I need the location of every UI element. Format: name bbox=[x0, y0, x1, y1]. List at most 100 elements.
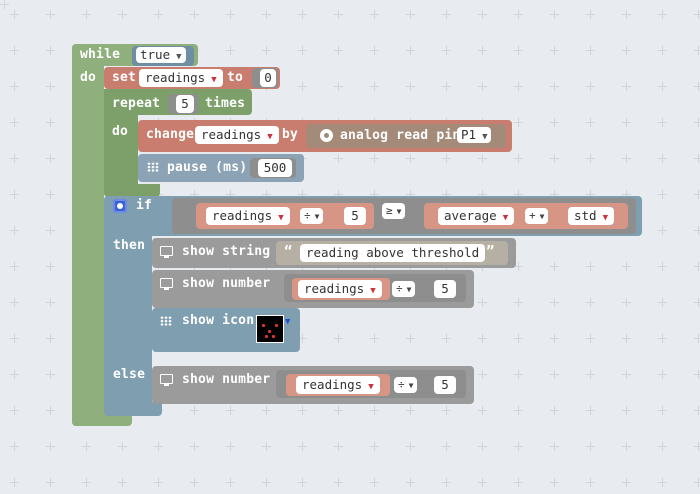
grid-plus-mark bbox=[370, 82, 379, 91]
show-number-else-variable-dropdown[interactable]: readings▼ bbox=[296, 376, 380, 394]
dropdown-arrow-icon: ▼ bbox=[482, 132, 488, 142]
grid-plus-mark bbox=[370, 478, 379, 487]
grid-plus-mark bbox=[298, 442, 307, 451]
set-variable-dropdown[interactable]: readings▼ bbox=[139, 69, 223, 87]
grid-plus-mark bbox=[442, 82, 451, 91]
grid-plus-mark bbox=[514, 334, 523, 343]
pin-circle-icon bbox=[320, 129, 333, 142]
show-number-variable-dropdown[interactable]: readings▼ bbox=[298, 280, 382, 298]
icon-image-picker[interactable] bbox=[256, 315, 284, 343]
grid-plus-mark bbox=[370, 406, 379, 415]
show-number-operator-dropdown[interactable]: ÷▼ bbox=[392, 281, 416, 297]
grid-plus-mark bbox=[550, 154, 559, 163]
grid-plus-mark bbox=[514, 262, 523, 271]
change-variable-dropdown[interactable]: readings▼ bbox=[195, 126, 279, 144]
dropdown-arrow-icon: ▼ bbox=[314, 212, 320, 221]
grid-plus-mark bbox=[46, 46, 55, 55]
grid-plus-mark bbox=[694, 334, 700, 343]
grid-plus-mark bbox=[694, 226, 700, 235]
grid-plus-mark bbox=[298, 82, 307, 91]
grid-plus-mark bbox=[622, 370, 631, 379]
grid-plus-mark bbox=[658, 10, 667, 19]
grid-plus-mark bbox=[262, 478, 271, 487]
grid-plus-mark bbox=[334, 334, 343, 343]
grid-plus-mark bbox=[46, 118, 55, 127]
repeat-count-input[interactable]: 5 bbox=[176, 95, 194, 113]
show-number-else-value-input[interactable]: 5 bbox=[434, 376, 456, 394]
grid-plus-mark bbox=[442, 46, 451, 55]
basic-grid-icon bbox=[147, 162, 159, 172]
grid-plus-mark bbox=[46, 478, 55, 487]
while-condition-value: true bbox=[140, 47, 171, 62]
grid-plus-mark bbox=[658, 334, 667, 343]
change-variable-name: readings bbox=[201, 127, 262, 142]
grid-plus-mark bbox=[514, 190, 523, 199]
show-number-operator: ÷ bbox=[396, 282, 403, 295]
grid-plus-mark bbox=[658, 190, 667, 199]
grid-plus-mark bbox=[46, 370, 55, 379]
grid-plus-mark bbox=[478, 442, 487, 451]
grid-plus-mark bbox=[406, 46, 415, 55]
grid-plus-mark bbox=[226, 442, 235, 451]
dropdown-arrow-icon[interactable]: ▼ bbox=[285, 317, 291, 327]
grid-plus-mark bbox=[514, 154, 523, 163]
right-operator: + bbox=[529, 209, 536, 222]
grid-plus-mark bbox=[46, 406, 55, 415]
grid-plus-mark bbox=[10, 46, 19, 55]
while-condition-dropdown[interactable]: true▼ bbox=[136, 47, 186, 63]
show-icon-label: show icon bbox=[182, 313, 255, 328]
grid-plus-mark bbox=[622, 442, 631, 451]
monitor-icon bbox=[160, 278, 173, 290]
grid-plus-mark bbox=[550, 46, 559, 55]
open-quote: “ bbox=[284, 244, 293, 260]
grid-plus-mark bbox=[694, 154, 700, 163]
grid-plus-mark bbox=[46, 190, 55, 199]
monitor-icon bbox=[160, 246, 173, 258]
compare-operator-dropdown[interactable]: ≥▼ bbox=[382, 203, 406, 219]
dropdown-arrow-icon: ▼ bbox=[278, 213, 284, 223]
grid-plus-mark bbox=[46, 334, 55, 343]
grid-plus-mark bbox=[622, 190, 631, 199]
grid-plus-mark bbox=[10, 154, 19, 163]
grid-plus-mark bbox=[586, 10, 595, 19]
grid-plus-mark bbox=[334, 478, 343, 487]
right-operator-dropdown[interactable]: +▼ bbox=[525, 208, 549, 224]
grid-plus-mark bbox=[118, 10, 127, 19]
repeat-do-label: do bbox=[112, 124, 129, 139]
gear-icon[interactable] bbox=[113, 199, 127, 213]
grid-plus-mark bbox=[694, 118, 700, 127]
grid-plus-mark bbox=[586, 478, 595, 487]
grid-plus-mark bbox=[334, 406, 343, 415]
right-variable-dropdown[interactable]: average▼ bbox=[438, 207, 515, 225]
show-string-text-input[interactable]: reading above threshold bbox=[300, 244, 486, 262]
grid-plus-mark bbox=[262, 406, 271, 415]
grid-plus-mark bbox=[406, 10, 415, 19]
grid-plus-mark bbox=[406, 154, 415, 163]
grid-plus-mark bbox=[694, 262, 700, 271]
left-variable-dropdown[interactable]: readings▼ bbox=[206, 207, 290, 225]
show-number-else-operator-dropdown[interactable]: ÷▼ bbox=[394, 377, 418, 393]
grid-plus-mark bbox=[226, 478, 235, 487]
while-label: while bbox=[80, 47, 121, 62]
grid-plus-mark bbox=[622, 262, 631, 271]
grid-plus-mark bbox=[622, 406, 631, 415]
left-operator-dropdown[interactable]: ÷▼ bbox=[300, 208, 324, 224]
grid-plus-mark bbox=[658, 298, 667, 307]
grid-plus-mark bbox=[622, 82, 631, 91]
set-value-input[interactable]: 0 bbox=[260, 69, 276, 87]
left-number-input[interactable]: 5 bbox=[344, 207, 366, 225]
show-number-label: show number bbox=[182, 276, 271, 291]
grid-plus-mark bbox=[550, 262, 559, 271]
grid-plus-mark bbox=[10, 298, 19, 307]
show-number-value-input[interactable]: 5 bbox=[434, 280, 456, 298]
pin-dropdown[interactable]: P1▼ bbox=[457, 127, 492, 143]
if-block-rail bbox=[104, 196, 152, 416]
grid-plus-mark bbox=[478, 190, 487, 199]
grid-plus-mark bbox=[550, 10, 559, 19]
pause-value-input[interactable]: 500 bbox=[258, 159, 292, 177]
grid-plus-mark bbox=[550, 190, 559, 199]
grid-plus-mark bbox=[658, 82, 667, 91]
right-variable2-dropdown[interactable]: std▼ bbox=[568, 207, 614, 225]
grid-plus-mark bbox=[118, 442, 127, 451]
